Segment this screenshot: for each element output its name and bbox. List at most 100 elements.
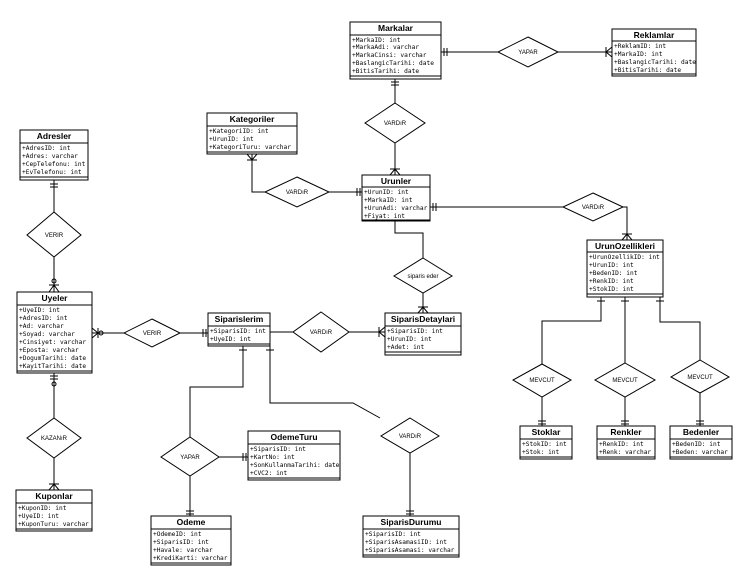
one-uyeler-bottom: [50, 375, 58, 380]
entity-odeme[interactable]: Odeme +OdemeID: int +SiparisID: int +Hav…: [150, 515, 232, 566]
one-adresler: [50, 183, 58, 188]
line-siparislerim-yapar: [189, 346, 244, 437]
attribute: +UrunID: int: [364, 189, 409, 196]
relationship-vardir-siparislerim-detaylari[interactable]: VARDıR: [292, 311, 350, 353]
attribute: +KrediKarti: varchar: [153, 555, 228, 562]
relationship-vardir-urunler-ozellikler[interactable]: VARDıR: [561, 192, 625, 222]
relationship-verir-uyeler-siparislerim[interactable]: VERIR: [122, 318, 182, 348]
attribute: +StokID: int: [522, 441, 567, 448]
attribute: +SiparisID: int: [365, 531, 421, 538]
one-renkler: [621, 420, 629, 425]
relationship-label: VARDıR: [582, 205, 605, 211]
entity-title: UrunOzellikleri: [595, 241, 655, 251]
attribute: +KayitTarihi: date: [19, 363, 86, 370]
line-ozellikler-stoklar: [541, 297, 602, 364]
entity-bedenler[interactable]: Bedenler +BedenID: int +Beden: varchar: [669, 425, 733, 460]
crowfoot-detaylari-top: [417, 306, 429, 314]
attribute: +BaslangicTarihi: date: [352, 60, 434, 67]
crowfoot-kuponlar: [48, 483, 60, 491]
relationships: YAPAR VARDıR VARDıR VARDıR VERIR siparis…: [26, 36, 731, 477]
one-markalar-bottom: [391, 81, 399, 86]
relationship-label: MEVCUT: [529, 378, 555, 384]
entity-uyeler[interactable]: Uyeler +UyeID: int +AdresID: int +Ad: va…: [16, 291, 93, 374]
attribute: +AdresID: int: [19, 315, 68, 322]
relationship-kazanir[interactable]: KAZANıR: [26, 417, 82, 459]
entity-kuponlar[interactable]: Kuponlar +KuponID: int +UyeID: int +Kupo…: [15, 489, 93, 532]
relationship-mevcut-renkler[interactable]: MEVCUT: [593, 362, 657, 398]
relationship-label: MEVCUT: [612, 378, 638, 384]
attribute: +BitisTarihi: date: [352, 68, 419, 75]
attribute: +DogumTarihi: date: [19, 355, 86, 362]
entity-title: Kategoriler: [230, 114, 276, 124]
relationship-label: VARDıR: [286, 190, 309, 196]
entity-urunler[interactable]: Urunler +UrunID: int +MarkaID: int +Urun…: [361, 174, 431, 222]
one-siparisdurumu: [406, 510, 414, 515]
entity-title: Stoklar: [532, 427, 562, 437]
crowfoot-detaylari-left: [378, 326, 386, 338]
entity-title: OdemeTuru: [270, 432, 317, 442]
attribute: +Adet: int: [387, 344, 425, 351]
attribute: +BaslangicTarihi: date: [614, 59, 696, 66]
relationship-label: VARDıR: [399, 434, 422, 440]
relationship-yapar-markalar-reklamlar[interactable]: YAPAR: [496, 36, 560, 68]
attribute: +StokID: int: [589, 286, 634, 293]
relationship-mevcut-bedenler[interactable]: MEVCUT: [669, 359, 731, 394]
relationship-vardir-siparisdurumu[interactable]: VARDıR: [380, 417, 440, 454]
attribute: +RenkID: int: [589, 278, 634, 285]
entity-kategoriler[interactable]: Kategoriler +KategoriID: int +UrunID: in…: [206, 112, 298, 155]
relationship-label: VERIR: [45, 233, 64, 239]
attribute: +UrunAdi: varchar: [364, 205, 428, 212]
attribute: +KuponID: int: [18, 505, 67, 512]
one-markalar-right: [443, 48, 448, 56]
relationship-label: YAPAR: [518, 50, 538, 56]
entity-adresler[interactable]: Adresler +AdresID: int +Adres: varchar +…: [19, 129, 89, 181]
entity-urunozellikleri[interactable]: UrunOzellikleri +UrunOzellikID: int +Uru…: [586, 239, 664, 298]
crowfoot-uyeler-top: [48, 284, 60, 293]
attribute: +KategoriID: int: [209, 128, 269, 135]
relationship-label: siparis eder: [407, 274, 438, 280]
entity-title: Bedenler: [683, 427, 720, 437]
attribute: +MarkaCinsi: varchar: [352, 52, 427, 59]
entity-markalar[interactable]: Markalar +MarkaID: int +MarkaAdi: varcha…: [349, 21, 442, 80]
crowfoot-ozellikler-top: [621, 233, 633, 241]
relationship-mevcut-stoklar[interactable]: MEVCUT: [511, 363, 573, 398]
one-odeme: [186, 510, 194, 515]
attribute: +RenkID: int: [599, 441, 644, 448]
entity-reklamlar[interactable]: Reklamlar +ReklamID: int +MarkaID: int +…: [611, 28, 697, 77]
crowfoot-reklamlar: [605, 46, 613, 58]
attribute: +SonKullanmaTarihi: date: [250, 462, 340, 469]
attribute: +UyeID: int: [18, 513, 59, 520]
relationship-verir-adresler-uyeler[interactable]: VERIR: [26, 211, 82, 258]
crowfoot-uyeler-right: [91, 327, 99, 339]
relationship-label: VERIR: [143, 331, 162, 337]
relationship-yapar-odeme[interactable]: YAPAR: [160, 436, 220, 477]
crowfoot-urunler-top: [389, 168, 401, 176]
attribute: +Havale: varchar: [153, 547, 213, 554]
entity-siparisdetaylari[interactable]: SiparisDetaylari +SiparisID: int +UrunID…: [384, 312, 462, 356]
entity-renkler[interactable]: Renkler +RenkID: int +Renk: varchar: [596, 425, 656, 460]
entity-title: SiparisDetaylari: [391, 314, 455, 324]
attribute: +Soyad: varchar: [19, 331, 75, 338]
attribute: +UyeID: int: [210, 336, 251, 343]
one-siparislerim-left: [202, 329, 207, 337]
entity-title: Kuponlar: [35, 491, 73, 501]
relationship-label: KAZANıR: [41, 436, 68, 442]
entity-siparisdurumu[interactable]: SiparisDurumu +SiparisID: int +SiparisAs…: [362, 515, 460, 558]
relationship-label: YAPAR: [180, 455, 200, 461]
relationship-vardir-markalar-urunler[interactable]: VARDıR: [364, 102, 426, 144]
entities: Markalar +MarkaID: int +MarkaAdi: varcha…: [15, 21, 733, 566]
entity-title: Reklamlar: [634, 30, 675, 40]
one-urunler-left: [356, 188, 361, 196]
entity-stoklar[interactable]: Stoklar +StokID: int +Stok: int: [519, 425, 573, 460]
attribute: +UrunID: int: [209, 136, 254, 143]
relationship-siparis-eder[interactable]: siparis eder: [393, 257, 453, 294]
attribute: +EvTelefonu: int: [22, 169, 82, 176]
entity-odemeturu[interactable]: OdemeTuru +SiparisID: int +KartNo: int +…: [247, 430, 341, 481]
attribute: +ReklamID: int: [614, 43, 666, 50]
entity-siparislerim[interactable]: Siparislerim +SiparisID: int +UyeID: int: [207, 312, 271, 347]
attribute: +MarkaID: int: [352, 37, 401, 44]
attribute: +SiparisAsamasi: varchar: [365, 547, 455, 554]
relationship-vardir-kategoriler-urunler[interactable]: VARDıR: [263, 176, 331, 208]
attribute: +SiparisID: int: [153, 539, 209, 546]
